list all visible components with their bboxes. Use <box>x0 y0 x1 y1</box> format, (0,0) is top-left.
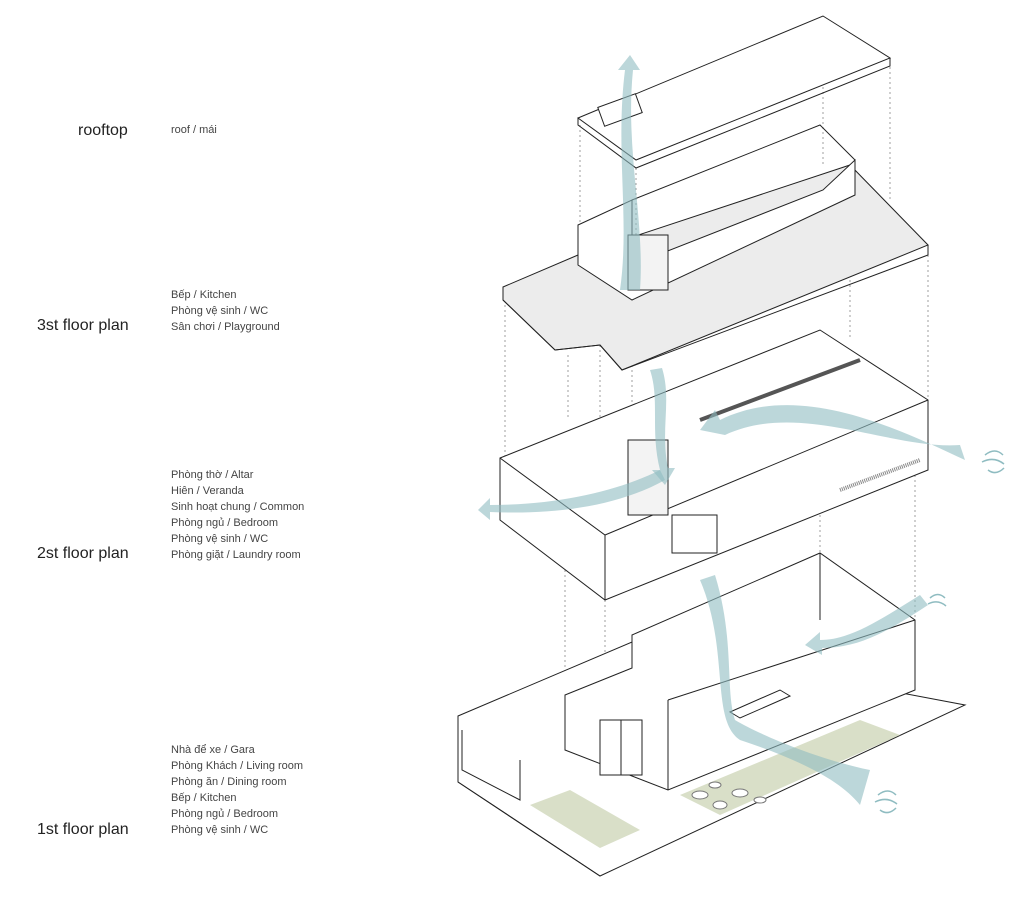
second-floor-box <box>499 329 929 601</box>
wind-icon <box>981 450 1005 474</box>
room-label: Phòng vệ sinh / WC <box>171 533 269 545</box>
grass-front <box>530 790 640 848</box>
wind-icon <box>874 790 898 814</box>
room-label: Phòng Khách / Living room <box>171 760 304 772</box>
third-floor <box>502 124 929 371</box>
room-list-1st: Nhà để xe / Gara Phòng Khách / Living ro… <box>171 742 303 838</box>
room-label: Phòng ăn / Dining room <box>171 776 287 788</box>
floor-title-rooftop: rooftop <box>78 122 128 139</box>
stepping-stones <box>691 781 767 810</box>
room-list-rooftop: roof / mái <box>171 122 217 138</box>
room-list-2nd: Phòng thờ / Altar Hiên / Veranda Sinh ho… <box>171 467 304 563</box>
first-floor <box>457 552 967 877</box>
floor-title-1st: 1st floor plan <box>37 821 129 838</box>
room-label: Phòng vệ sinh / WC <box>171 305 269 317</box>
window <box>671 514 718 554</box>
wind-arrow <box>478 470 665 520</box>
room-label: roof / mái <box>171 124 217 136</box>
room-label: Phòng ngủ / Bedroom <box>171 808 279 820</box>
wind-arrow <box>700 575 870 805</box>
room-label: Phòng giặt / Laundry room <box>171 549 301 561</box>
wind-arrow <box>805 595 928 655</box>
floor-title-2nd: 2st floor plan <box>37 545 129 562</box>
wind-flows <box>478 55 965 805</box>
room-label: Phòng vệ sinh / WC <box>171 824 269 836</box>
playground-deck <box>502 164 929 371</box>
dining-table <box>728 689 792 719</box>
room-label: Nhà để xe / Gara <box>171 744 255 756</box>
wind-icon <box>927 593 947 607</box>
room-list-3rd: Bếp / Kitchen Phòng vệ sinh / WC Sân chơ… <box>171 287 280 335</box>
room-label: Hiên / Veranda <box>171 485 244 497</box>
floor-title-3rd: 3st floor plan <box>37 317 129 334</box>
wind-arrow <box>650 368 675 485</box>
room-label: Bếp / Kitchen <box>171 289 237 301</box>
room-label: Sinh hoạt chung / Common <box>171 501 305 513</box>
wind-arrow <box>618 55 641 290</box>
wind-arrow <box>700 405 965 460</box>
wind-swirl-icons <box>874 450 1005 814</box>
room-label: Bếp / Kitchen <box>171 792 237 804</box>
room-label: Phòng ngủ / Bedroom <box>171 517 279 529</box>
room-label: Phòng thờ / Altar <box>171 469 254 481</box>
second-floor <box>499 329 929 601</box>
room-label: Sân chơi / Playground <box>171 321 280 333</box>
